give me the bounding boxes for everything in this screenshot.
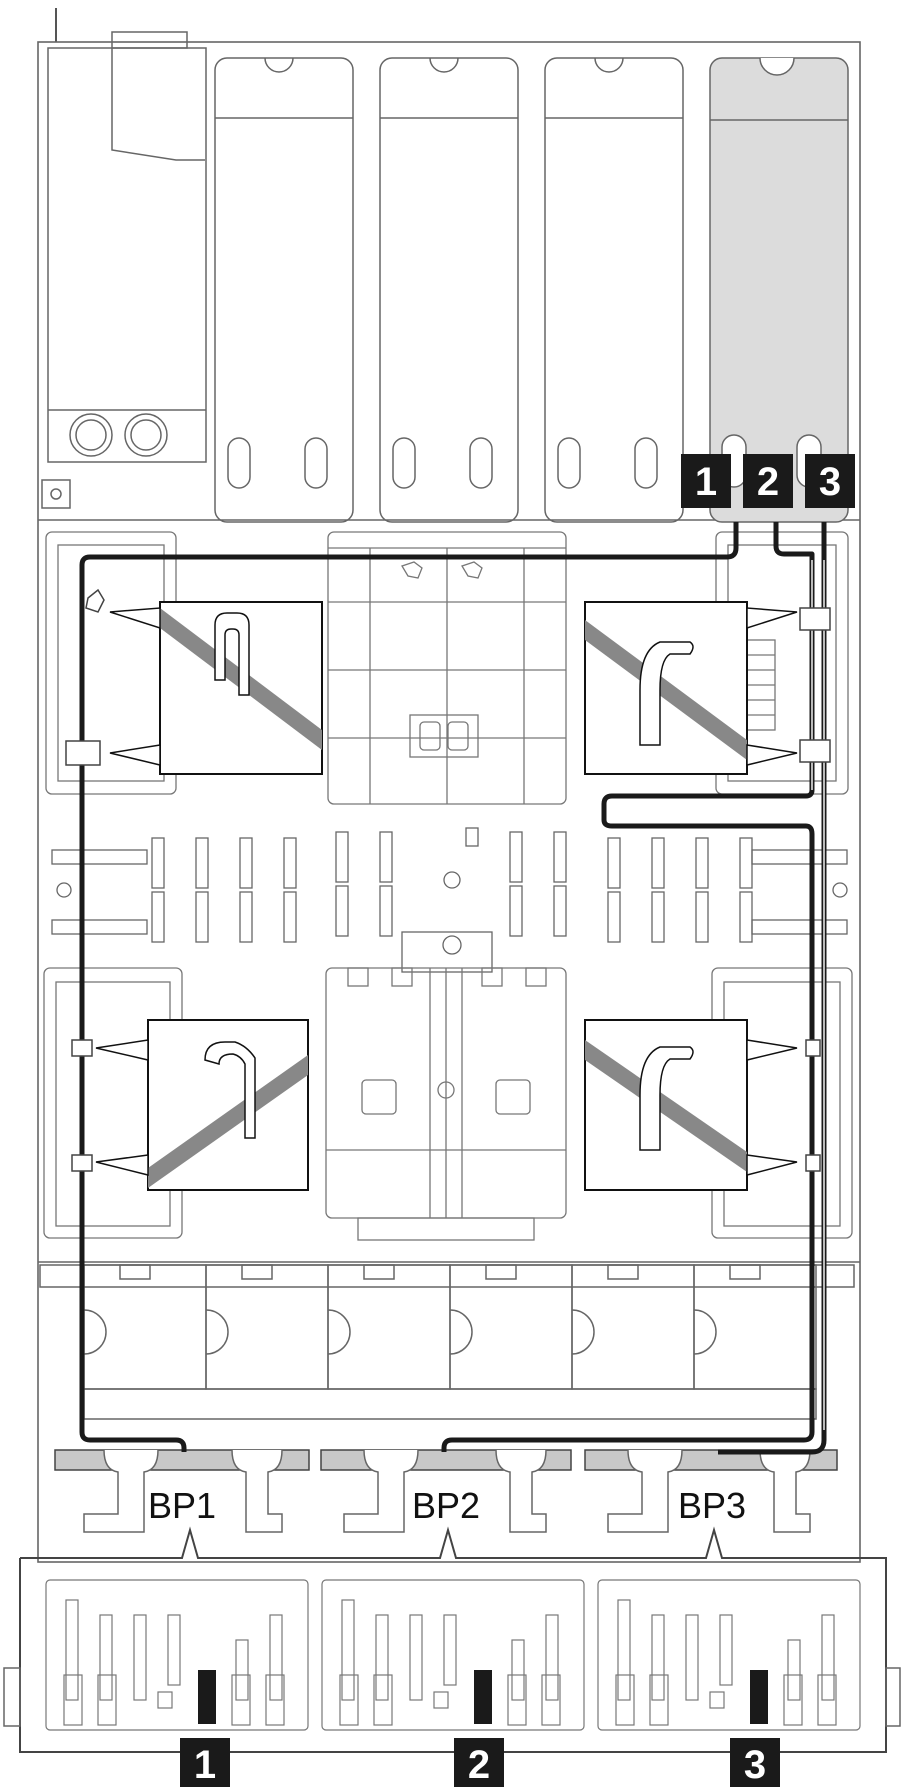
bottom-callout-group: 1 2 3	[180, 1738, 780, 1787]
small-connector-square	[41, 479, 71, 509]
riser-card-3	[544, 57, 684, 523]
backplane-label-bp1: BP1	[148, 1485, 216, 1526]
backplane-board-3	[597, 1579, 861, 1731]
signal-cables	[79, 522, 827, 1455]
bottom-callout-1: 1	[194, 1743, 216, 1787]
riser-card-1	[214, 57, 354, 523]
backplane-board-1	[45, 1579, 309, 1731]
heatsink-lower-left	[95, 1019, 309, 1191]
slot-badge-1: 1	[695, 460, 717, 504]
backplane-3-connector	[750, 1670, 768, 1724]
dimm-slot-band	[51, 827, 848, 973]
slot-badge-3: 3	[819, 460, 841, 504]
backplane-label-bp3: BP3	[678, 1485, 746, 1526]
bottom-callout-3: 3	[744, 1743, 766, 1787]
fan-row	[39, 1264, 855, 1420]
lower-air-baffle-frames	[43, 967, 853, 1241]
backplane-board-2	[321, 1579, 585, 1731]
heatsink-upper-right	[584, 601, 798, 775]
riser-card-2	[379, 57, 519, 523]
backplane-label-bp2: BP2	[412, 1485, 480, 1526]
backplane-1-connector	[198, 1670, 216, 1724]
drive-cage-tabs	[83, 1449, 811, 1533]
heatsink-lower-right	[584, 1019, 798, 1191]
chassis-side-ears	[3, 1667, 901, 1727]
riser-card-4-highlighted	[709, 57, 849, 523]
backplane-2-connector	[474, 1670, 492, 1724]
slot-badge-group: 1 2 3	[681, 454, 855, 508]
power-supply-unit	[47, 31, 207, 463]
heatsink-upper-left	[109, 601, 323, 775]
cable-clips	[65, 588, 831, 1172]
slot-badge-2: 2	[757, 460, 779, 504]
bottom-callout-2: 2	[468, 1743, 490, 1787]
